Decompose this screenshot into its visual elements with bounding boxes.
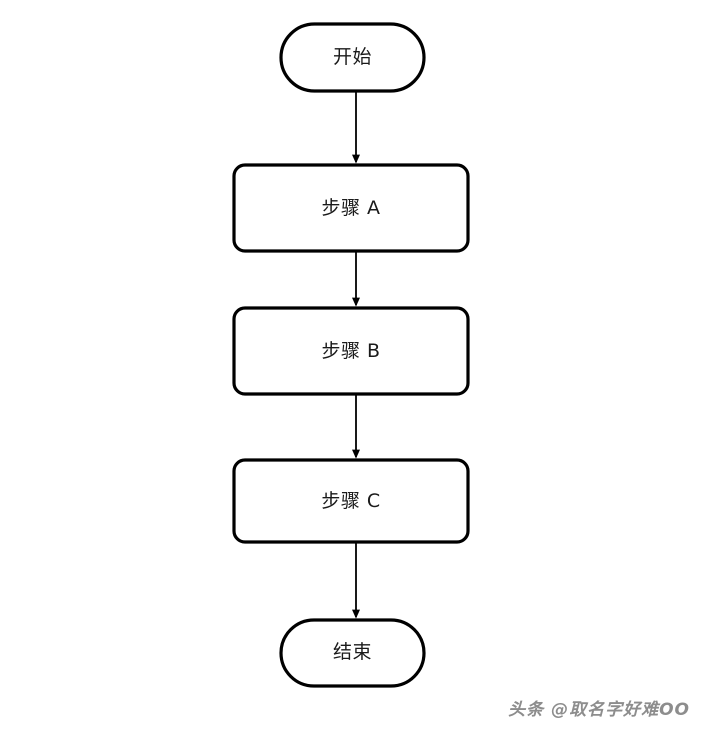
node-start-label: 开始	[332, 46, 372, 68]
node-start-shape[interactable]	[279, 22, 426, 93]
node-step-c-label: 步骤 C	[321, 490, 381, 512]
node-step-b-shape[interactable]	[232, 306, 470, 396]
node-step-a-label: 步骤 A	[321, 197, 381, 219]
node-step-a-shape[interactable]	[232, 163, 470, 253]
node-step-b-label: 步骤 B	[321, 340, 381, 362]
node-end-label: 结束	[332, 641, 372, 663]
node-step-c-shape[interactable]	[232, 458, 470, 544]
node-end-shape[interactable]	[279, 618, 426, 688]
watermark-text: 头条 @取名字好难OO	[508, 700, 690, 720]
